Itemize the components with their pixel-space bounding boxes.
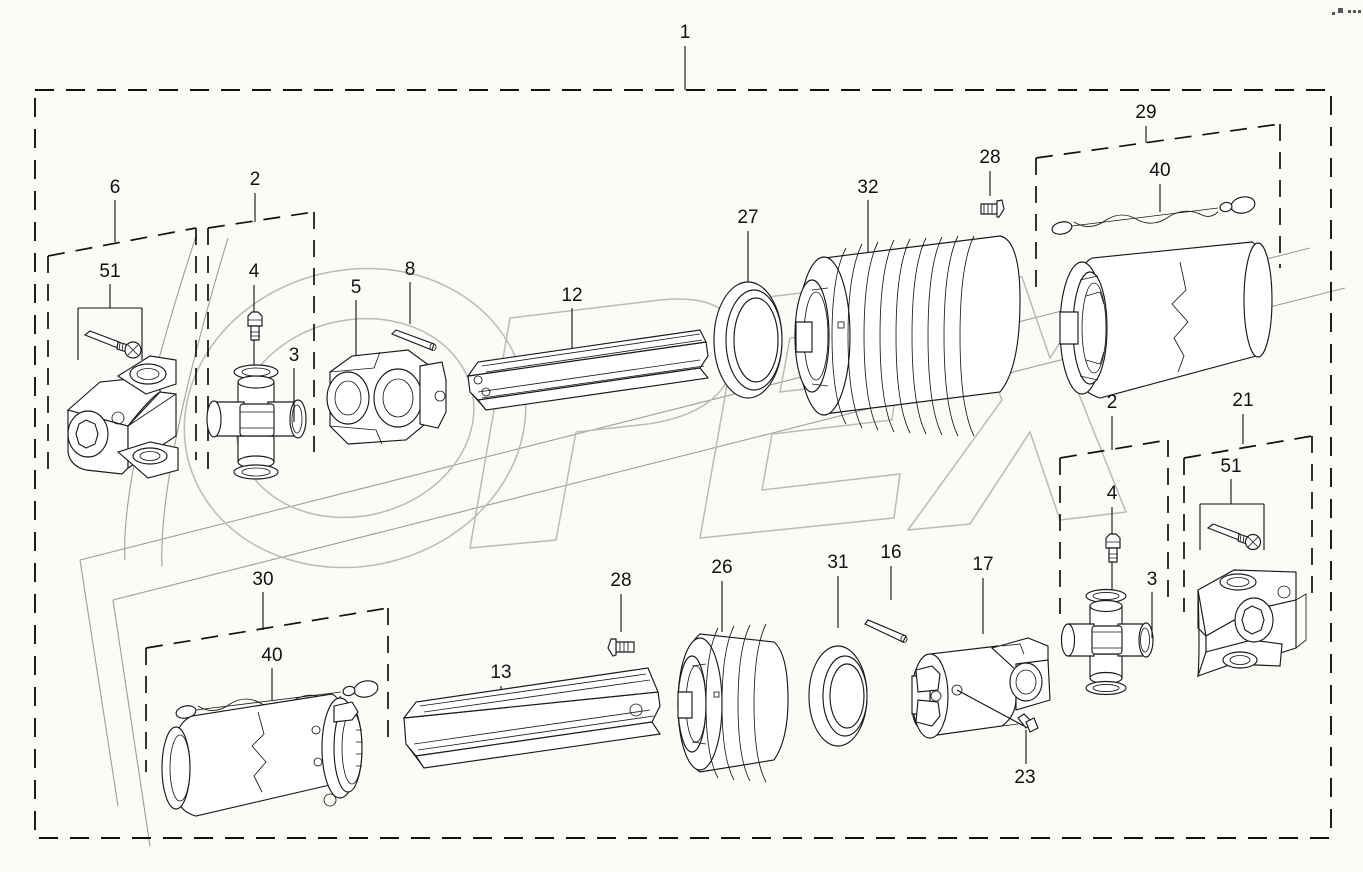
part-universal-joint-cross-3-lower bbox=[1060, 588, 1154, 696]
callout-28-lower: 28 bbox=[610, 570, 631, 591]
callout-3-lower: 3 bbox=[1147, 569, 1158, 590]
group-bracket-2a-top bbox=[207, 211, 315, 229]
callout-labels: 1 6 51 2 4 3 5 8 12 27 32 28 29 40 2 4 3… bbox=[99, 22, 1253, 788]
callout-16: 16 bbox=[880, 542, 901, 563]
part-grease-fitting-4-upper bbox=[247, 285, 263, 366]
callout-40-upper: 40 bbox=[1149, 160, 1170, 181]
part-guard-screw-28-lower bbox=[607, 594, 635, 657]
part-seal-ring-27 bbox=[713, 231, 783, 399]
callout-3-upper: 3 bbox=[289, 345, 300, 366]
group-bracket-29-top bbox=[1035, 123, 1281, 159]
part-roll-pin-16 bbox=[864, 566, 908, 643]
callout-30: 30 bbox=[252, 569, 273, 590]
callout-17: 17 bbox=[972, 554, 993, 575]
part-outer-yoke-17 bbox=[911, 578, 1051, 739]
callout-13: 13 bbox=[490, 662, 511, 683]
group-bracket-21-top bbox=[1183, 435, 1313, 459]
part-bellows-cone-guard-26 bbox=[677, 581, 789, 783]
callout-4-lower: 4 bbox=[1107, 483, 1118, 504]
sub-bracket-51-right bbox=[1199, 503, 1265, 550]
part-retaining-chain-40-lower bbox=[175, 680, 379, 719]
callout-29: 29 bbox=[1135, 102, 1156, 123]
part-inner-guard-tube-30 bbox=[161, 693, 363, 817]
group-bracket-6-top bbox=[47, 227, 197, 257]
part-inner-profile-tube-12 bbox=[466, 308, 710, 411]
part-outer-profile-tube-13 bbox=[402, 667, 661, 769]
part-grease-fitting-4-lower bbox=[1105, 507, 1121, 590]
part-guard-screw-28-upper bbox=[980, 171, 1005, 218]
callout-1: 1 bbox=[680, 22, 691, 43]
callout-51-left: 51 bbox=[99, 261, 120, 282]
part-grease-nipple-23 bbox=[956, 689, 1039, 764]
callout-21: 21 bbox=[1232, 390, 1253, 411]
part-retaining-chain-40-upper bbox=[1051, 196, 1256, 235]
part-roll-pin-8 bbox=[390, 282, 437, 351]
part-outer-guard-tube-29 bbox=[1059, 241, 1273, 399]
callout-2-lower: 2 bbox=[1107, 392, 1118, 413]
group-bracket-2b-top bbox=[1059, 439, 1169, 459]
callout-4-upper: 4 bbox=[249, 261, 260, 282]
part-universal-joint-cross-3-upper bbox=[206, 364, 307, 480]
part-bolt-nut-kit-51-right bbox=[1206, 523, 1262, 551]
part-splined-yoke-21 bbox=[1197, 569, 1307, 678]
callout-8: 8 bbox=[405, 259, 416, 280]
part-bolt-nut-kit-51-left bbox=[83, 330, 142, 359]
callout-31: 31 bbox=[827, 552, 848, 573]
part-inner-yoke-5 bbox=[326, 300, 447, 445]
part-splined-yoke-6 bbox=[66, 355, 179, 479]
callout-32: 32 bbox=[857, 177, 878, 198]
part-bellows-cone-guard-32 bbox=[794, 200, 1021, 437]
callout-51-right: 51 bbox=[1220, 456, 1241, 477]
callout-27: 27 bbox=[737, 207, 758, 228]
part-seal-ring-31 bbox=[808, 576, 868, 747]
callout-28-upper: 28 bbox=[979, 147, 1000, 168]
callout-2-upper: 2 bbox=[250, 169, 261, 190]
callout-26: 26 bbox=[711, 557, 732, 578]
group-bracket-30-top bbox=[145, 607, 389, 649]
callout-12: 12 bbox=[561, 285, 582, 306]
callout-5: 5 bbox=[351, 277, 362, 298]
callout-40-lower: 40 bbox=[261, 645, 282, 666]
callout-23: 23 bbox=[1014, 767, 1035, 788]
scan-artifacts bbox=[1332, 8, 1361, 15]
callout-6: 6 bbox=[110, 177, 121, 198]
